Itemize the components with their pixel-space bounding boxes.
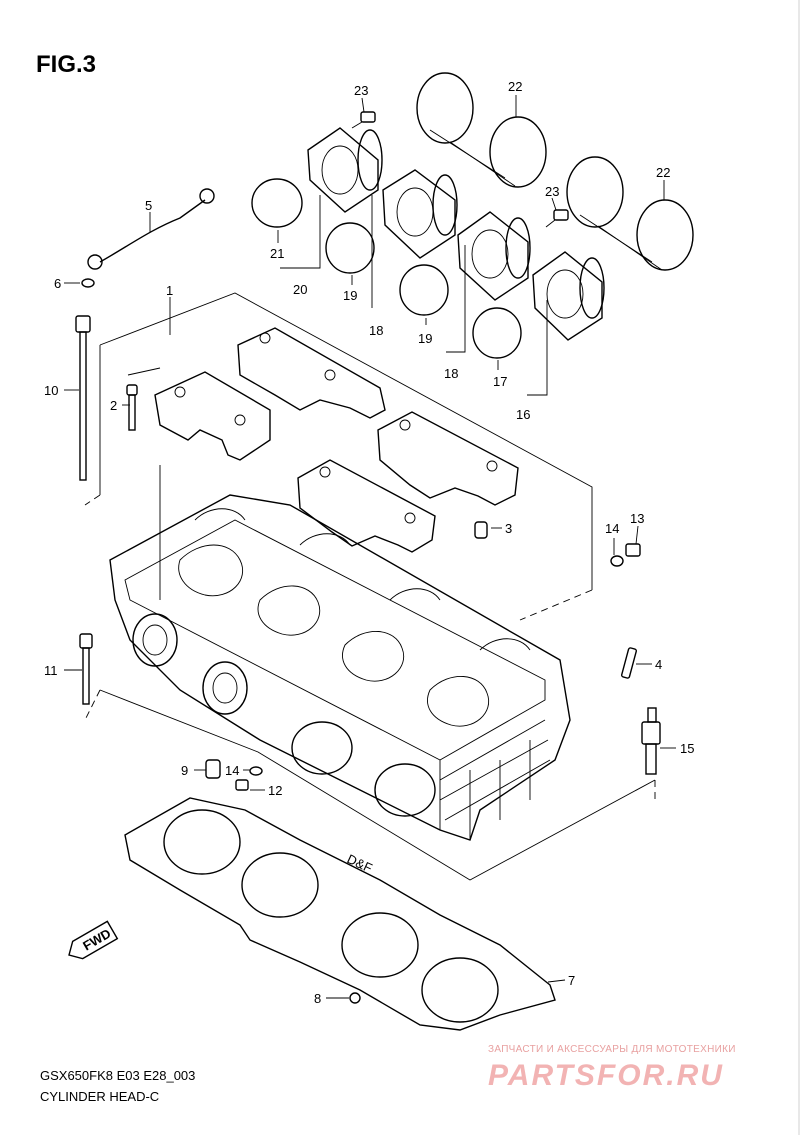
leader-lines: [64, 95, 676, 999]
intake-pipe-18-right: [457, 211, 531, 301]
washer-14-upper: [610, 555, 624, 567]
fwd-arrow-icon: FWD: [68, 920, 119, 960]
o-ring-17: [472, 307, 522, 359]
callout-13: 13: [630, 511, 644, 526]
camshaft-holder-rear-right: [377, 411, 519, 506]
callout-7: 7: [568, 973, 575, 988]
callout-19-left: 19: [343, 288, 357, 303]
callout-14-upper: 14: [605, 521, 619, 536]
o-ring-19-left: [325, 222, 375, 274]
screw-23-mid: [545, 209, 569, 228]
intake-pipe-16: [532, 251, 605, 341]
callout-21: 21: [270, 246, 284, 261]
callout-2: 2: [110, 398, 117, 413]
bolt-12: [235, 779, 249, 791]
callout-8: 8: [314, 991, 321, 1006]
callout-labels: 1 2 3 4 5 6 7 8 9 10 11 12 13 14 14 15 1…: [44, 79, 694, 1006]
spark-plug: [641, 707, 661, 775]
intake-pipe-20: [307, 127, 383, 213]
callout-17: 17: [493, 374, 507, 389]
clamp-22-right: [566, 156, 694, 271]
camshaft-holder-rear-left: [237, 327, 386, 419]
bolt-11: [79, 633, 93, 705]
callout-18-left: 18: [369, 323, 383, 338]
cylinder-head: [109, 494, 571, 841]
head-gasket: D&F: [124, 797, 556, 1031]
seal-8: [349, 992, 361, 1004]
callout-23-mid: 23: [545, 184, 559, 199]
hose-fitting-lower: [87, 254, 103, 270]
o-ring-21: [251, 178, 303, 228]
section-name: CYLINDER HEAD-C: [40, 1089, 159, 1104]
intake-pipe-18-left: [382, 169, 458, 259]
callout-3: 3: [505, 521, 512, 536]
washer-6: [81, 278, 95, 288]
washer-14-lower: [249, 766, 263, 776]
callout-23-top: 23: [354, 83, 368, 98]
bolt-2: [126, 384, 138, 431]
bolt-10: [75, 315, 91, 481]
callout-16: 16: [516, 407, 530, 422]
callout-15: 15: [680, 741, 694, 756]
o-ring-19-right: [399, 264, 449, 316]
callout-6: 6: [54, 276, 61, 291]
figure-title: FIG.3: [36, 51, 96, 78]
callout-11: 11: [44, 663, 58, 678]
camshaft-holder-front-right: [297, 459, 436, 553]
watermark-tagline: ЗАПЧАСТИ И АКСЕССУАРЫ ДЛЯ МОТОТЕХНИКИ: [488, 1044, 736, 1055]
callout-22-right: 22: [656, 165, 670, 180]
callout-22-left: 22: [508, 79, 522, 94]
bolt-13: [625, 543, 641, 557]
callout-9: 9: [181, 763, 188, 778]
dowel-pin-9: [205, 759, 221, 779]
fwd-label: FWD: [80, 926, 113, 954]
dowel-pin-3: [474, 521, 488, 539]
clamp-22-left: [416, 72, 547, 188]
callout-20: 20: [293, 282, 307, 297]
screw-23-top: [351, 111, 376, 129]
hose-fitting-upper: [199, 188, 215, 204]
model-code: GSX650FK8 E03 E28_003: [40, 1068, 195, 1083]
callout-14-lower: 14: [225, 763, 239, 778]
oil-hose: [99, 199, 206, 263]
callout-12: 12: [268, 783, 282, 798]
callout-4: 4: [655, 657, 662, 672]
callout-1: 1: [166, 283, 173, 298]
assembly-frame: [84, 292, 656, 881]
callout-19-right: 19: [418, 331, 432, 346]
gasket-mark: D&F: [345, 851, 375, 876]
callout-5: 5: [145, 198, 152, 213]
watermark-brand: PARTSFOR.RU: [488, 1059, 724, 1092]
camshaft-holder-front-left: [154, 371, 271, 461]
pin-4: [621, 647, 637, 679]
callout-10: 10: [44, 383, 58, 398]
callout-18-right: 18: [444, 366, 458, 381]
